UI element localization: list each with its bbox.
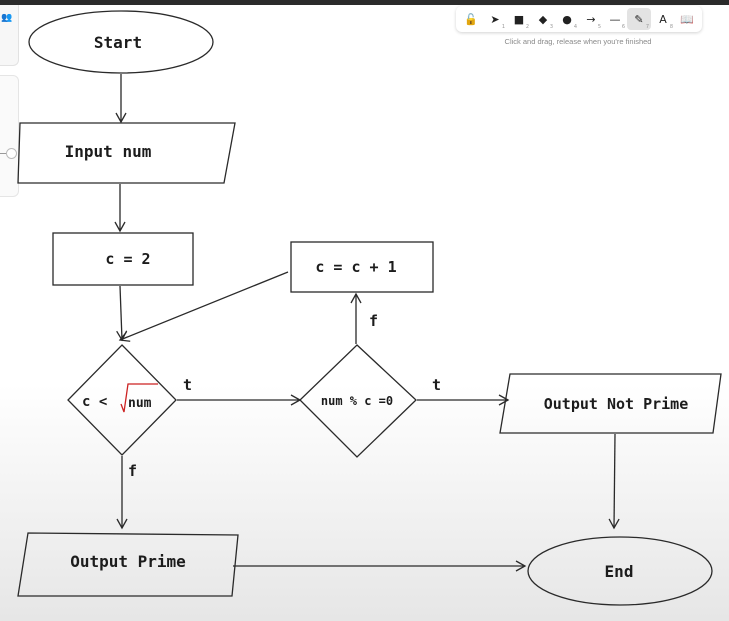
ellipse-icon[interactable]: ●4 <box>562 12 577 31</box>
library-icon[interactable]: 📖 <box>680 12 694 26</box>
increment-label: c = c + 1 <box>315 258 396 276</box>
slider-track <box>0 153 7 154</box>
rectangle-icon[interactable]: ■2 <box>513 12 529 31</box>
arrow-increment-condition <box>118 271 289 342</box>
diamond-icon[interactable]: ◆3 <box>538 12 553 31</box>
zoom-slider[interactable] <box>0 75 19 197</box>
collaborators-panel[interactable]: 👥 <box>0 5 19 66</box>
pencil-icon[interactable]: ✎7 <box>627 8 651 30</box>
people-icon[interactable]: 👥 <box>1 13 13 23</box>
loop-false-label: f <box>128 462 137 480</box>
line-icon[interactable]: —6 <box>609 12 626 31</box>
init-process[interactable] <box>52 232 194 286</box>
top-bar <box>0 0 729 5</box>
loop-true-label: t <box>183 376 192 394</box>
increment-process[interactable] <box>290 241 434 293</box>
mod-condition-label: num % c =0 <box>321 394 393 408</box>
start-terminal[interactable] <box>28 10 214 74</box>
slider-knob[interactable] <box>6 148 17 159</box>
loop-condition-left: c < <box>82 394 107 410</box>
end-terminal[interactable] <box>527 536 713 606</box>
loop-condition-decision[interactable] <box>67 344 177 456</box>
output-prime-node[interactable] <box>17 532 239 597</box>
init-label: c = 2 <box>105 250 150 268</box>
output-not-prime-node[interactable] <box>499 373 722 434</box>
output-prime-label: Output Prime <box>70 552 186 571</box>
lock-open-icon[interactable]: 🔓 <box>464 12 478 26</box>
output-not-prime-label: Output Not Prime <box>544 395 689 413</box>
arrow-init-condition <box>116 285 128 342</box>
end-label: End <box>605 562 634 581</box>
arrow-notprime-end <box>608 433 620 530</box>
toolbar-hint: Click and drag, release when you're fini… <box>504 37 652 46</box>
input-label: Input num <box>65 142 152 161</box>
mod-condition-decision[interactable] <box>299 344 417 458</box>
arrow-icon[interactable]: →5 <box>586 12 601 31</box>
pointer-icon[interactable]: ➤1 <box>490 12 505 31</box>
mod-false-label: f <box>369 312 378 330</box>
mod-true-label: t <box>432 376 441 394</box>
input-node[interactable] <box>17 122 236 184</box>
loop-condition-num: num <box>128 396 152 411</box>
start-label: Start <box>94 33 142 52</box>
sqrt-mark <box>120 383 158 413</box>
